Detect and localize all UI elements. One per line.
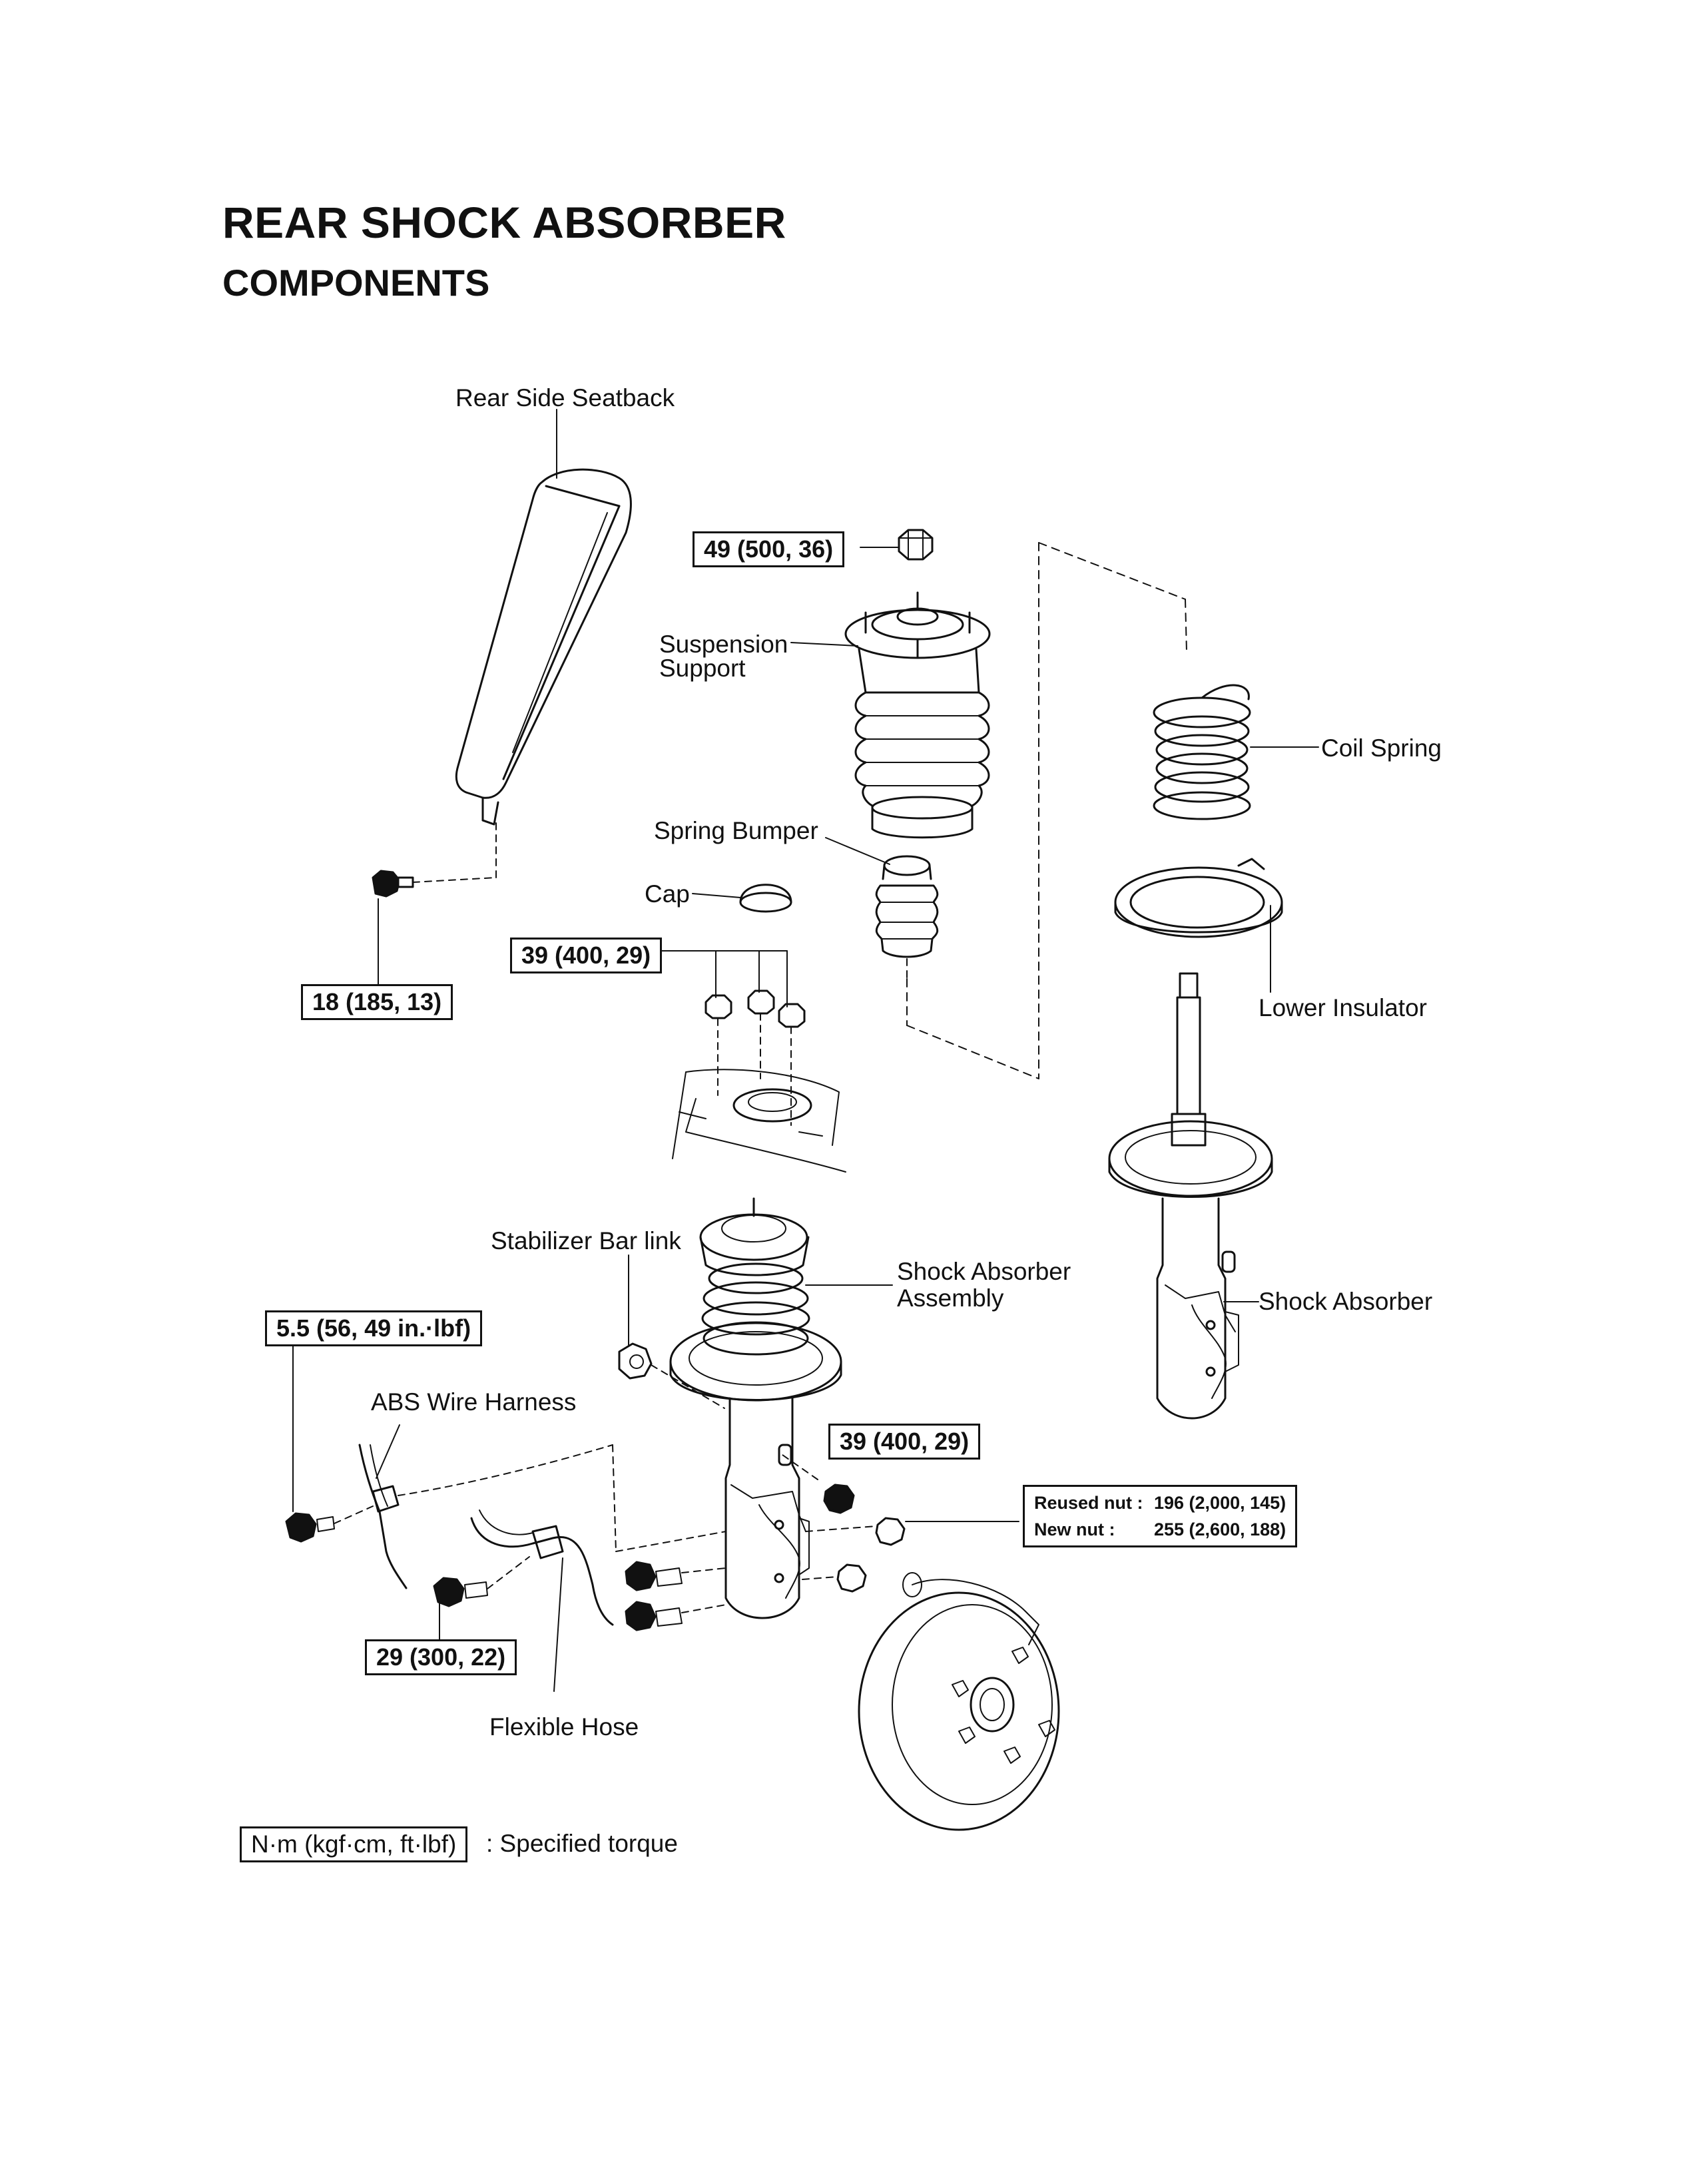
brake-disc-part [859, 1573, 1059, 1830]
suspension-support-part [846, 593, 990, 838]
torque-abs-harness-bolt: 5.5 (56, 49 in.·lbf) [265, 1310, 483, 1346]
shock-absorber-assembly-part [671, 1199, 841, 1618]
label-cap: Cap [645, 880, 690, 908]
legend-description: : Specified torque [486, 1830, 678, 1857]
cap-part [740, 885, 791, 912]
hose-bracket-bolt-part [434, 1557, 529, 1606]
spring-bumper-leader [826, 838, 890, 864]
label-shock-absorber-assembly-2: Assembly [897, 1284, 1004, 1312]
suspension-support-leader [791, 643, 858, 646]
label-flexible-hose: Flexible Hose [489, 1713, 639, 1741]
page-subtitle: COMPONENTS [222, 262, 490, 304]
flexible-hose-leader [554, 1558, 563, 1691]
top-nut-part [899, 530, 932, 559]
knuckle-bolts-part [626, 1562, 726, 1630]
label-shock-absorber: Shock Absorber [1259, 1288, 1433, 1315]
new-nut-value: 255 (2,600, 188) [1154, 1519, 1286, 1539]
cap-leader [693, 894, 740, 898]
label-suspension-support-2: Support [659, 655, 746, 682]
stabilizer-link-nut-part [782, 1455, 854, 1513]
seatback-bolt-part [373, 823, 496, 896]
torque-seatback-bolt: 18 (185, 13) [301, 984, 453, 1020]
abs-harness-bolt-part [286, 1506, 373, 1541]
label-stabilizer-bar-link: Stabilizer Bar link [491, 1227, 681, 1254]
coil-spring-part [1154, 685, 1250, 819]
assembly-guide-lines [907, 543, 1187, 1079]
reused-nut-value: 196 (2,000, 145) [1154, 1493, 1286, 1513]
torque-stabilizer-link-nut: 39 (400, 29) [828, 1424, 981, 1460]
label-lower-insulator: Lower Insulator [1259, 994, 1427, 1021]
label-suspension-support-1: Suspension [659, 631, 788, 658]
torque-upper-mount-nuts: 39 (400, 29) [510, 938, 663, 973]
abs-wire-harness-part [360, 1445, 726, 1588]
spring-bumper-part [876, 856, 938, 979]
lower-insulator-part [1115, 859, 1282, 937]
knuckle-nuts-part [802, 1518, 904, 1591]
reused-nut-label: Reused nut : [1034, 1493, 1143, 1513]
shock-absorber-part [1109, 973, 1272, 1418]
page-title: REAR SHOCK ABSORBER [222, 198, 786, 247]
rear-side-seatback-part [456, 469, 631, 824]
label-spring-bumper: Spring Bumper [654, 817, 818, 844]
flexible-hose-part [471, 1510, 613, 1625]
stabilizer-bar-link-part [619, 1344, 724, 1408]
abs-wire-harness-leader [376, 1425, 400, 1478]
torque-hose-bracket-bolt: 29 (300, 22) [365, 1639, 517, 1675]
torque-suspension-nut: 49 (500, 36) [693, 531, 845, 567]
label-shock-absorber-assembly-1: Shock Absorber [897, 1258, 1071, 1285]
label-coil-spring: Coil Spring [1321, 734, 1442, 762]
label-rear-side-seatback: Rear Side Seatback [455, 384, 675, 411]
new-nut-label: New nut : [1034, 1519, 1115, 1539]
label-abs-wire-harness: ABS Wire Harness [371, 1388, 577, 1416]
torque-knuckle-nut-box: Reused nut : 196 (2,000, 145) New nut : 25… [1023, 1485, 1298, 1547]
upper-mount-nuts-part [643, 951, 846, 1172]
legend-unit-box: N·m (kgf·cm, ft·lbf) [240, 1826, 468, 1862]
